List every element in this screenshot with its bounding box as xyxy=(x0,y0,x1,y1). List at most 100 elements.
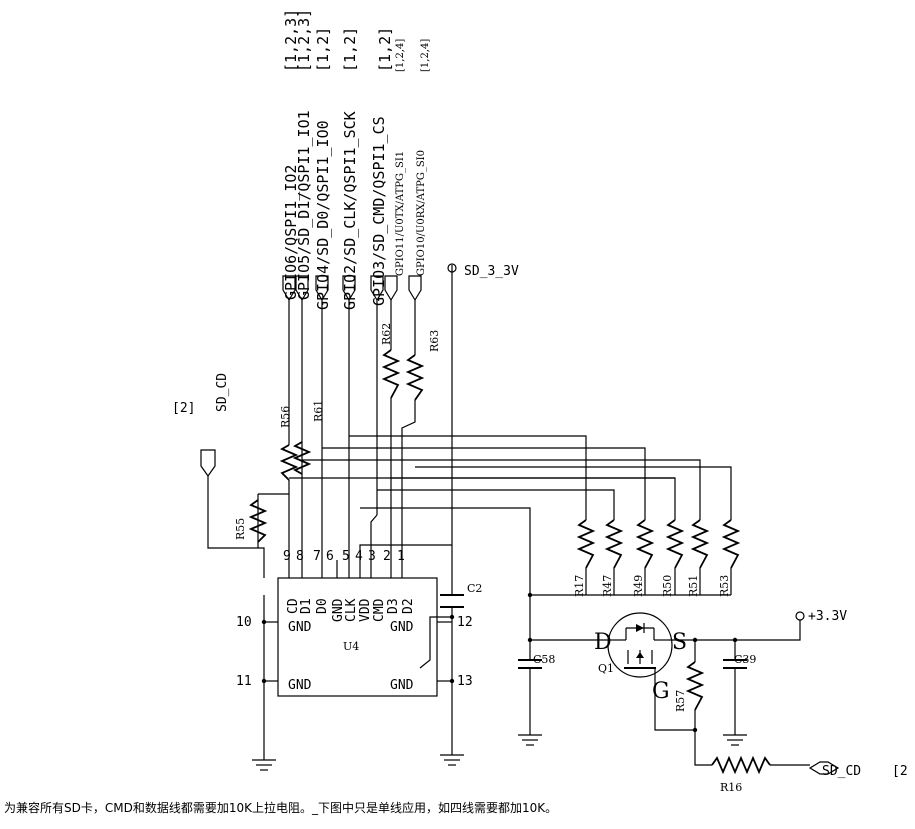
ref-u4: U4 xyxy=(343,640,359,653)
port-gpio6 xyxy=(282,275,296,302)
resistor-r53 xyxy=(721,519,741,569)
resistor-r16 xyxy=(711,755,771,775)
u4-body xyxy=(277,577,438,697)
sheet-ref-sd-cd-right: [2 xyxy=(892,764,908,779)
channel-arrow-icon xyxy=(636,652,644,658)
u4-pin-name-d2: D2 xyxy=(401,598,416,614)
u4-pin-10: 10 xyxy=(236,615,252,630)
sheet-ref-gpio5: [1,2,3] xyxy=(295,9,313,72)
resistors xyxy=(248,349,771,775)
ref-r47: R47 xyxy=(601,575,614,597)
label-gpio6: GPIO6/QSPI1_IO2 xyxy=(282,165,300,300)
ref-r17: R17 xyxy=(573,575,586,597)
port-connectors xyxy=(200,275,840,775)
port-gpio3 xyxy=(370,275,384,302)
resistor-r49 xyxy=(635,519,655,569)
ground-icon xyxy=(440,754,464,766)
ref-r50: R50 xyxy=(661,575,674,597)
resistor-r63 xyxy=(405,354,425,401)
ref-r55: R55 xyxy=(234,518,247,540)
power-symbols xyxy=(447,263,805,621)
u4-pin-name-d3: D3 xyxy=(386,598,401,614)
resistor-labels: R56 R61 R62 R63 R55 R17 R47 R49 R50 R51 … xyxy=(234,323,742,794)
ground-icon xyxy=(518,734,542,746)
capacitor-c39: C39 xyxy=(723,653,756,669)
u4-pin-11: 11 xyxy=(236,674,252,689)
sheet-ref-gpio3: [1,2] xyxy=(376,27,394,72)
label-gpio5: GPIO5/SD_D1/QSPI1_IO1 xyxy=(295,110,313,300)
resistor-r62 xyxy=(381,349,401,399)
ref-c58: C58 xyxy=(533,653,555,666)
label-sd-cd-left: SD_CD xyxy=(215,373,230,412)
mosfet-body xyxy=(607,612,673,678)
u4-pin-5: 5 xyxy=(342,549,350,564)
junction-dots xyxy=(261,592,738,733)
ref-r56: R56 xyxy=(279,406,292,428)
ref-q1: Q1 xyxy=(598,662,614,675)
resistor-r51 xyxy=(690,519,710,569)
sd-socket-u4: U4 9 8 7 6 5 4 3 2 1 10 11 12 13 CD D1 D… xyxy=(236,549,473,697)
sheet-ref-sd-cd: [2] xyxy=(172,401,195,416)
label-gpio4: GPIO4/SD_D0/QSPI1_IO0 xyxy=(314,120,332,310)
ref-r63: R63 xyxy=(428,330,441,352)
mosfet-source-label: S xyxy=(672,630,687,655)
u4-pin-9: 9 xyxy=(283,549,291,564)
label-gpio11: GPIO11/U0TX/ATPG_SI1 xyxy=(395,151,406,276)
u4-pin-2: 2 xyxy=(383,549,391,564)
label-sd-cd-right: SD_CD xyxy=(822,764,861,779)
u4-pin-4: 4 xyxy=(355,549,363,564)
body-diode-icon xyxy=(636,624,644,632)
ref-r57: R57 xyxy=(674,690,687,712)
signal-labels: GPIO6/QSPI1_IO2 GPIO5/SD_D1/QSPI1_IO1 GP… xyxy=(172,9,908,779)
u4-pin-12: 12 xyxy=(457,615,473,630)
label-gpio2: GPIO2/SD_CLK/QSPI1_SCK xyxy=(341,111,359,310)
u4-pin-name-gnd-left: GND xyxy=(288,620,312,635)
resistor-r50 xyxy=(665,519,685,569)
ground-icon xyxy=(252,759,276,771)
label-3v3: +3.3V xyxy=(808,609,847,624)
u4-pin-name-cd: CD xyxy=(286,598,301,614)
u4-pin-name-gnd: GND xyxy=(331,598,346,622)
ref-r16: R16 xyxy=(720,781,742,794)
label-gpio3: GPIO3/SD_CMD/QSPI1_CS xyxy=(370,116,388,306)
u4-pin-13: 13 xyxy=(457,674,473,689)
u4-pin-name-cmd: CMD xyxy=(372,598,387,622)
capacitor-c2: C2 xyxy=(440,582,482,608)
ref-c39: C39 xyxy=(734,653,756,666)
u4-pin-6: 6 xyxy=(326,549,334,564)
resistor-r47 xyxy=(604,519,624,569)
resistor-r61 xyxy=(292,441,312,475)
label-sd-3v3: SD_3_3V xyxy=(464,264,519,279)
u4-pin-name-vdd: VDD xyxy=(358,598,373,622)
resistor-r57 xyxy=(685,661,705,711)
u4-pin-name-gnd-bottom-right: GND xyxy=(390,678,414,693)
sheet-ref-gpio6: [1,2,3] xyxy=(282,9,300,72)
port-gpio10 xyxy=(408,275,422,302)
mosfet-gate-label: G xyxy=(652,679,670,704)
resistor-r56 xyxy=(279,444,299,481)
ref-c2: C2 xyxy=(467,582,482,595)
ground-symbols xyxy=(252,734,747,771)
ref-r53: R53 xyxy=(718,575,731,597)
label-gpio10: GPIO10/U0RX/ATPG_SI0 xyxy=(416,150,427,276)
port-sd-cd-right xyxy=(808,761,840,775)
resistor-r17 xyxy=(576,519,596,569)
mosfet-q1: D S G Q1 xyxy=(594,612,687,704)
footnote: 为兼容所有SD卡，CMD和数据线都需要加10K上拉电阻。_下图中只是单线应用，如… xyxy=(4,801,558,815)
wires xyxy=(207,265,810,766)
u4-pin-name-gnd-right: GND xyxy=(390,620,414,635)
sheet-ref-gpio10: [1,2,4] xyxy=(420,39,431,72)
sheet-ref-gpio11: [1,2,4] xyxy=(395,39,406,72)
u4-pin-1: 1 xyxy=(397,549,405,564)
sheet-ref-gpio4: [1,2] xyxy=(314,27,332,72)
u4-pin-3: 3 xyxy=(368,549,376,564)
u4-pin-name-d0: D0 xyxy=(315,598,330,614)
port-gpio2 xyxy=(342,275,356,302)
u4-pin-name-gnd-bottom-left: GND xyxy=(288,678,312,693)
sheet-ref-gpio2: [1,2] xyxy=(341,27,359,72)
u4-pin-name-d1: D1 xyxy=(299,598,314,614)
ref-r49: R49 xyxy=(632,575,645,597)
ref-r51: R51 xyxy=(687,575,700,597)
port-sd-cd-left xyxy=(200,449,216,478)
